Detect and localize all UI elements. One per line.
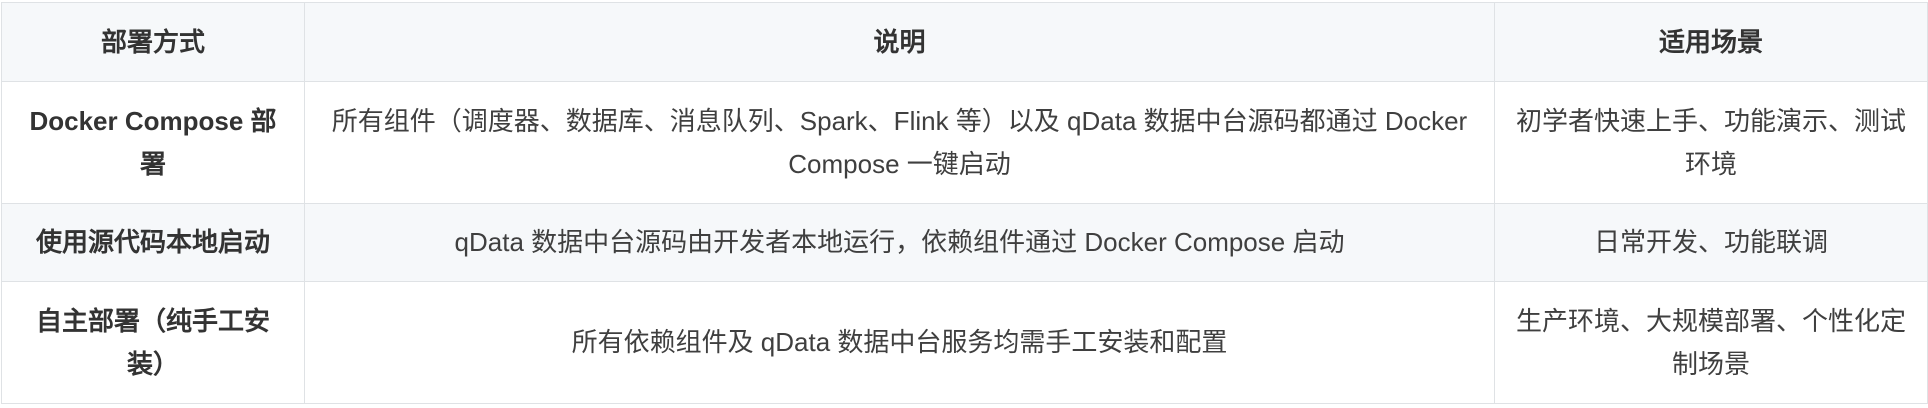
header-description: 说明 [304,2,1495,82]
header-applicable-scenario: 适用场景 [1494,2,1928,82]
method-cell: 使用源代码本地启动 [1,203,305,282]
scenario-cell: 生产环境、大规模部署、个性化定制场景 [1494,281,1928,404]
description-cell: 所有组件（调度器、数据库、消息队列、Spark、Flink 等）以及 qData… [304,81,1495,204]
table-row: Docker Compose 部署 所有组件（调度器、数据库、消息队列、Spar… [1,81,1928,204]
method-cell: 自主部署（纯手工安装） [1,281,305,404]
description-cell: 所有依赖组件及 qData 数据中台服务均需手工安装和配置 [304,281,1495,404]
table-body: Docker Compose 部署 所有组件（调度器、数据库、消息队列、Spar… [1,81,1928,404]
table-row: 自主部署（纯手工安装） 所有依赖组件及 qData 数据中台服务均需手工安装和配… [1,281,1928,404]
description-cell: qData 数据中台源码由开发者本地运行，依赖组件通过 Docker Compo… [304,203,1495,282]
scenario-cell: 日常开发、功能联调 [1494,203,1928,282]
scenario-cell: 初学者快速上手、功能演示、测试环境 [1494,81,1928,204]
header-deployment-method: 部署方式 [1,2,305,82]
method-cell: Docker Compose 部署 [1,81,305,204]
table-header: 部署方式 说明 适用场景 [1,2,1928,82]
header-row: 部署方式 说明 适用场景 [1,2,1928,82]
table-row: 使用源代码本地启动 qData 数据中台源码由开发者本地运行，依赖组件通过 Do… [1,203,1928,282]
